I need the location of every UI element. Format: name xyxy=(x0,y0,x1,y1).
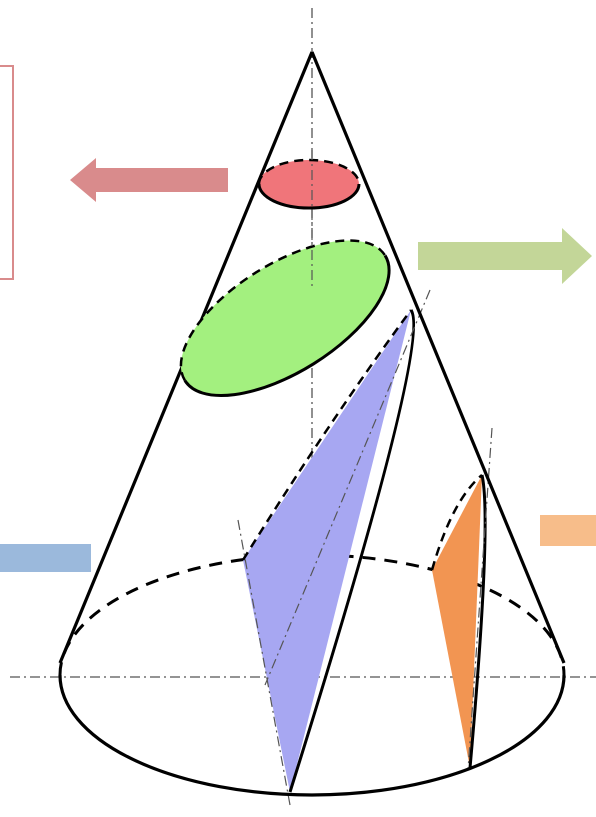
ellipse-callout-arrow xyxy=(418,228,592,284)
circle-callout-arrow xyxy=(70,158,228,202)
ellipse-front-edge xyxy=(183,254,391,397)
parabola-plane-diagonal xyxy=(264,289,431,686)
ellipse-back-edge xyxy=(179,239,387,382)
hyperbola-front-edge xyxy=(468,474,487,769)
hyperbola-plane-trace xyxy=(467,427,493,771)
parabola-front-edge xyxy=(288,309,416,793)
hyperbola-callout-bar xyxy=(540,515,596,546)
parabola-plane-trace xyxy=(237,519,291,806)
parabola-section xyxy=(243,310,411,792)
parabola-back-edge xyxy=(241,309,413,561)
cone-base-front xyxy=(58,674,566,797)
hyperbola-back-edge xyxy=(430,474,483,571)
cone-base-back xyxy=(58,553,566,676)
parabola-callout-bar xyxy=(0,544,91,572)
circle-label-box xyxy=(0,65,14,280)
hyperbola-section xyxy=(432,475,482,768)
circle-section xyxy=(259,160,359,208)
ellipse-section xyxy=(180,240,390,396)
circle-front-edge xyxy=(257,183,361,210)
cone-right-edge xyxy=(310,51,566,664)
circle-back-edge xyxy=(257,158,361,185)
